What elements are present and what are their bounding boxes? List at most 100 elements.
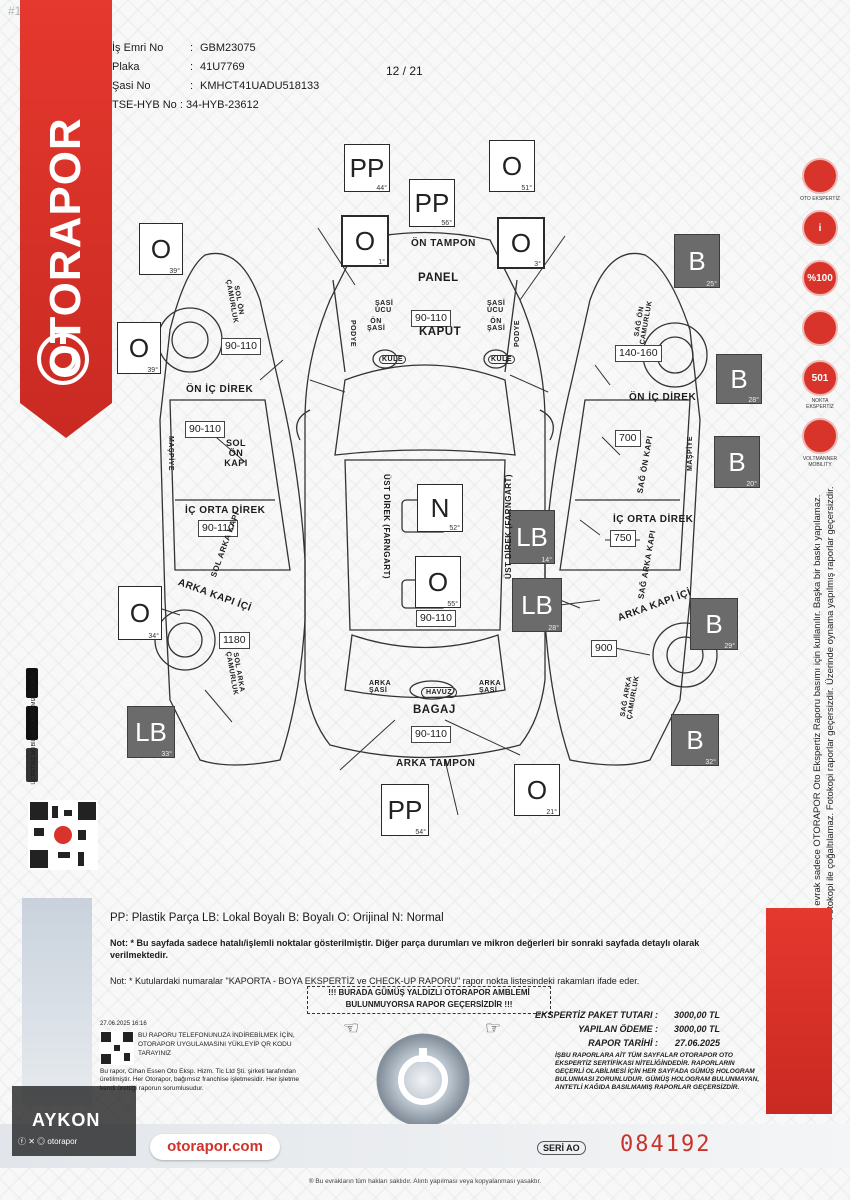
- legal-text: Bu rapor, Cihan Essen Oto Eksp. Hizm. Ti…: [100, 1067, 300, 1092]
- qr-download-row: BU RAPORU TELEFONUNUZA İNDİREBİLMEK İÇİN…: [100, 1030, 300, 1065]
- trunk-label: BAGAJ: [413, 704, 456, 716]
- note-1: Not: * Bu sayfada sadece hatalı/işlemli …: [110, 938, 700, 960]
- thickness-value: 90-110: [198, 520, 238, 537]
- info-badge-icon: i: [802, 210, 838, 246]
- print-datetime: 27.06.2025 16:16: [100, 1021, 147, 1027]
- brand-emblem-icon: [37, 332, 89, 385]
- fee-summary: EKSPERTİZ PAKET TUTARI :3000,00 TL YAPIL…: [520, 1010, 720, 1052]
- rear-window-outline: [344, 634, 506, 699]
- right-side-doors-outline: [559, 399, 691, 571]
- hologram-warning: !!! BURADA GÜMÜŞ YALDIZLI OTORAPOR AMBLE…: [307, 986, 551, 1014]
- chassis-tip-label: ŞASİ UCU: [375, 300, 394, 314]
- inner-mid-pillar-label: İÇ ORTA DİREK: [613, 514, 694, 525]
- series-label: SERİ AO: [537, 1141, 586, 1155]
- copyright-text: ® Bu evrakların tüm hakları saklıdır. Al…: [308, 1178, 542, 1185]
- brand-ribbon: [20, 0, 112, 438]
- chassis-value: KMHCT41UADU518133: [200, 79, 320, 92]
- right-rear-wheel: [652, 622, 718, 688]
- header-colon: :: [190, 41, 194, 54]
- aykon-social-handle: otorapor: [47, 1137, 78, 1146]
- app-store-button[interactable]: [26, 668, 38, 698]
- left-tower-outline: [372, 349, 398, 369]
- aykon-name: AYKON: [32, 1110, 101, 1130]
- badge-caption: VOLTMANNER MOBILITY: [802, 456, 838, 468]
- hand-left-icon: ☜: [343, 1018, 360, 1038]
- right-side-body-outline: [544, 252, 701, 766]
- footer-band: [0, 1124, 850, 1168]
- qr-code-large[interactable]: [28, 800, 98, 870]
- left-sill-label: MAŞPİYE: [167, 435, 175, 472]
- thickness-value: 90-110: [185, 421, 225, 438]
- left-rear-wheel: [154, 609, 216, 671]
- roof-pillar-label: ÜST DİREK (FARNGART): [382, 473, 392, 580]
- badge-caption: OTO EKSPERTİZ: [800, 196, 840, 202]
- thickness-value: 90-110: [221, 338, 261, 355]
- badge-caption: NOKTA EKSPERTİZ: [806, 398, 834, 410]
- plate-value: 41U7769: [200, 60, 245, 73]
- percent-badge-icon: %100: [802, 260, 838, 296]
- fee-row: EKSPERTİZ PAKET TUTARI :3000,00 TL: [534, 1010, 720, 1020]
- qr-download-text: BU RAPORU TELEFONUNUZA İNDİREBİLMEK İÇİN…: [138, 1031, 295, 1057]
- hood-label: KAPUT: [419, 326, 462, 338]
- thickness-value: 750: [610, 530, 636, 547]
- note-2: Not: * Kutulardaki numaralar "KAPORTA - …: [110, 976, 640, 986]
- qr-code-small[interactable]: [100, 1030, 134, 1065]
- front-chassis-label: ÖN ŞASİ: [487, 318, 506, 332]
- appgallery-button[interactable]: [26, 748, 38, 782]
- podium-label: PODYE: [349, 319, 357, 348]
- decorative-strip-right: [766, 908, 832, 1114]
- report-fine-print: 27.06.2025 16:16 BU RAPORU TELEFONUNUZA …: [100, 1020, 300, 1093]
- google-play-button[interactable]: [26, 706, 38, 740]
- trunk-well-label: HAVUZ: [421, 687, 458, 698]
- instagram-icon: ◎: [37, 1137, 46, 1146]
- strut-tower-label: KULE: [379, 355, 407, 364]
- rear-chassis-label: ARKA ŞASİ: [479, 680, 502, 694]
- header-colon: :: [190, 60, 194, 73]
- tse-value: 34-HYB-23612: [185, 98, 259, 111]
- right-sill-label: MAŞPİYE: [687, 435, 695, 472]
- left-front-door-label: SOL ÖN KAPI: [224, 438, 248, 468]
- plate-label: Plaka: [112, 60, 140, 73]
- top-body-outline: [304, 231, 546, 759]
- left-front-wheel: [157, 307, 223, 373]
- warning-line1: !!! BURADA GÜMÜŞ YALDIZLI OTORAPOR AMBLE…: [328, 988, 530, 997]
- hologram-seal-icon: [376, 1033, 470, 1127]
- panel-label: PANEL: [418, 272, 459, 284]
- hand-right-icon: ☞: [485, 1018, 502, 1038]
- chassis-label: Şasi No: [112, 79, 151, 92]
- shield-badge-icon: [802, 310, 838, 346]
- thickness-value: 90-110: [411, 310, 451, 327]
- points-badge-icon: 501: [802, 360, 838, 396]
- thickness-value: 140-160: [615, 345, 662, 362]
- header-row-plate: Plaka : 41U7769: [112, 57, 319, 76]
- serial-number: 084192: [620, 1132, 712, 1157]
- page-number: 12 / 21: [386, 64, 423, 78]
- front-inner-pillar-label: ÖN İÇ DİREK: [629, 392, 697, 403]
- thickness-value: 700: [615, 430, 641, 447]
- app-download-text: ÜCRETSİZ MOBİL UYGULAMAMIZI İNDİRİN.: [31, 671, 37, 785]
- header-info: İş Emri No : GBM23075 Plaka : 41U7769 Şa…: [112, 38, 319, 114]
- thickness-value: 900: [591, 640, 617, 657]
- website-link[interactable]: otorapor.com: [150, 1134, 280, 1160]
- fee-row: RAPOR TARİHİ :27.06.2025: [588, 1038, 720, 1048]
- certification-badges: OTO EKSPERTİZ i %100 501 NOKTA EKSPERTİZ…: [800, 158, 840, 476]
- right-tower-outline: [483, 349, 509, 369]
- left-side-body-outline: [159, 252, 306, 766]
- tse-label: TSE-HYB No :: [112, 98, 183, 111]
